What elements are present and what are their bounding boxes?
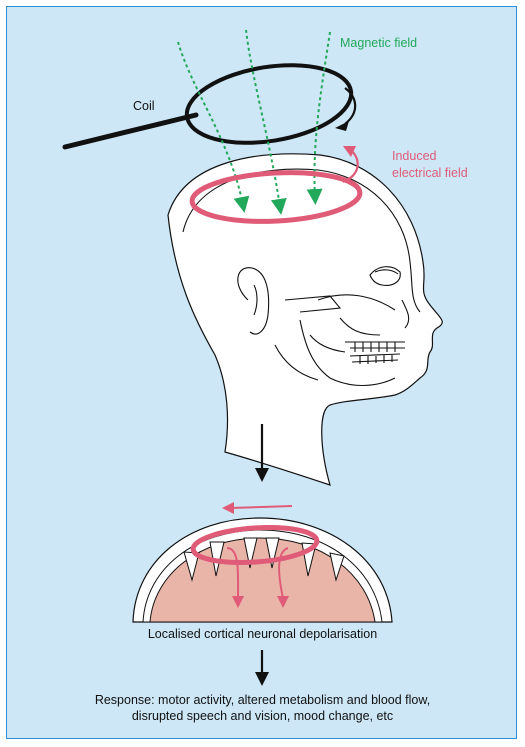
- depolarisation-caption: Localised cortical neuronal depolarisati…: [0, 626, 525, 642]
- cortical-surface-arrow: [230, 506, 292, 508]
- coil-label: Coil: [133, 99, 155, 113]
- coil-loop: [181, 54, 357, 153]
- head-outline: [168, 154, 442, 485]
- induced-label-line2: electrical field: [392, 166, 468, 180]
- induced-label-line1: Induced: [392, 149, 437, 163]
- coil-handle: [65, 115, 196, 147]
- response-caption-line2: disrupted speech and vision, mood change…: [0, 708, 525, 724]
- response-caption-line1: Response: motor activity, altered metabo…: [0, 692, 525, 708]
- magnetic-field-label: Magnetic field: [340, 36, 417, 50]
- brain-cross-section: [133, 518, 392, 622]
